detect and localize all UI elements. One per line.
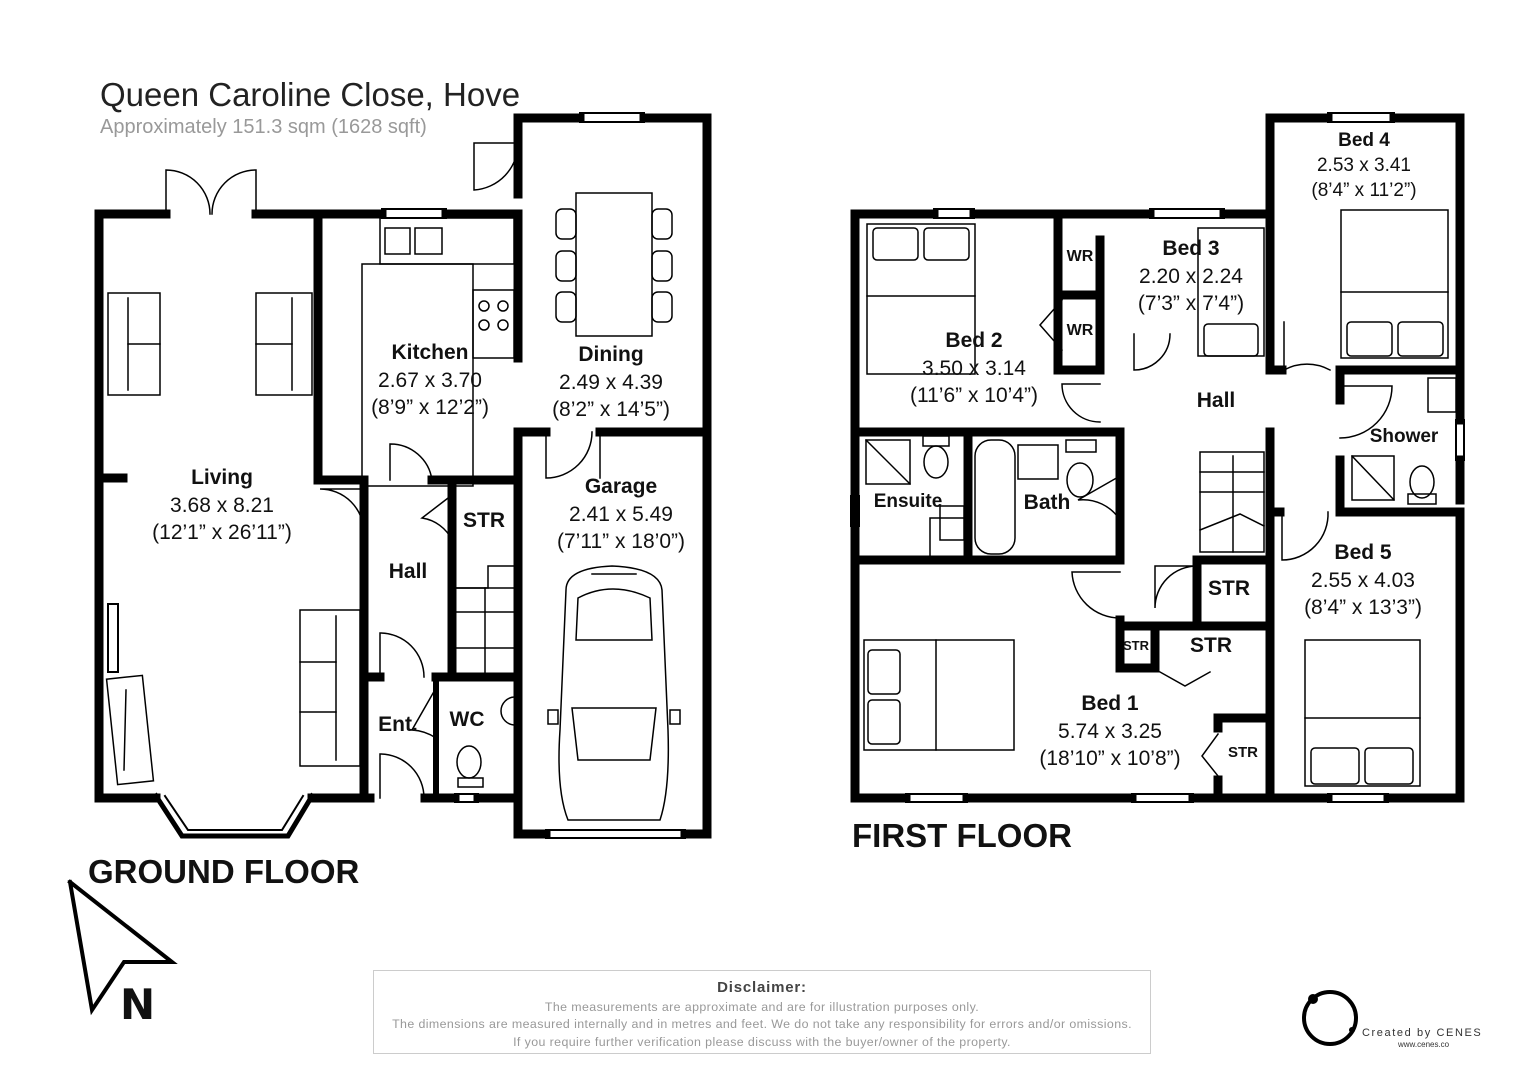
ground-floor-label: GROUND FLOOR — [88, 853, 360, 890]
first-hall-label: Hall — [1196, 389, 1236, 412]
first-floor-walls — [850, 113, 1465, 803]
ground-str-label: STR — [463, 509, 505, 532]
disclaimer-line-2: The dimensions are measured internally a… — [392, 1017, 1132, 1032]
first-str-label-2: STR — [1190, 634, 1232, 657]
bed2-label: Bed 2 3.50 x 3.14 (11’6” x 10’4”) — [910, 329, 1038, 408]
dining-table — [555, 192, 673, 337]
disclaimer-box: Disclaimer: The measurements are approxi… — [373, 970, 1151, 1054]
logo-url: www.cenes.co — [1398, 1040, 1450, 1049]
sanitary — [864, 377, 1457, 555]
wr-label-2: WR — [1066, 322, 1094, 339]
disclaimer-line-1: The measurements are approximate and are… — [544, 1000, 980, 1014]
first-str-label-4: STR — [1228, 744, 1258, 761]
garage-car — [547, 565, 681, 821]
ground-stairs — [451, 565, 519, 678]
bed3-label: Bed 3 2.20 x 2.24 (7’3” x 7’4”) — [1137, 237, 1245, 316]
bed4-label: Bed 4 2.53 x 3.41 (8’4” x 11’2”) — [1311, 130, 1417, 202]
kitchen-fittings — [361, 217, 515, 487]
ground-hall-label: Hall — [388, 560, 428, 583]
living-room-label: Living 3.68 x 8.21 (12’1” x 26’11”) — [152, 466, 292, 545]
bath-label: Bath — [1023, 491, 1071, 514]
bed1-label: Bed 1 5.74 x 3.25 (18’10” x 10’8”) — [1039, 692, 1181, 771]
dining-label: Dining 2.49 x 4.39 (8’2” x 14’5”) — [552, 343, 670, 422]
first-stairs — [1199, 451, 1266, 553]
shower-label: Shower — [1369, 426, 1439, 447]
first-floor-label: FIRST FLOOR — [852, 817, 1072, 854]
bed5-label: Bed 5 2.55 x 4.03 (8’4” x 13’3”) — [1304, 541, 1422, 620]
first-str-label-1: STR — [1208, 577, 1250, 600]
wc-fittings — [456, 696, 516, 788]
bay-window — [152, 792, 316, 839]
entrance-label: Ent. — [378, 713, 418, 736]
first-str-label-3: STR — [1123, 638, 1149, 653]
wr-label-1: WR — [1066, 248, 1094, 265]
kitchen-label: Kitchen 2.67 x 3.70 (8’9” x 12’2”) — [371, 341, 489, 420]
north-arrow — [67, 879, 178, 1016]
page-title: Queen Caroline Close, Hove — [100, 76, 521, 113]
disclaimer-heading: Disclaimer: — [717, 979, 807, 996]
logo-text: Created by CENES — [1362, 1027, 1483, 1039]
disclaimer-line-3: If you require further verification plea… — [513, 1034, 1011, 1049]
cenes-logo-icon — [1302, 990, 1358, 1046]
beds — [863, 209, 1449, 787]
living-sofas — [105, 292, 361, 786]
garage-label: Garage 2.41 x 5.49 (7’11” x 18’0”) — [557, 475, 685, 554]
wc-label: WC — [449, 708, 485, 731]
north-label: N — [120, 980, 156, 1029]
ensuite-label: Ensuite — [873, 491, 943, 512]
area-subtitle: Approximately 151.3 sqm (1628 sqft) — [100, 116, 427, 138]
